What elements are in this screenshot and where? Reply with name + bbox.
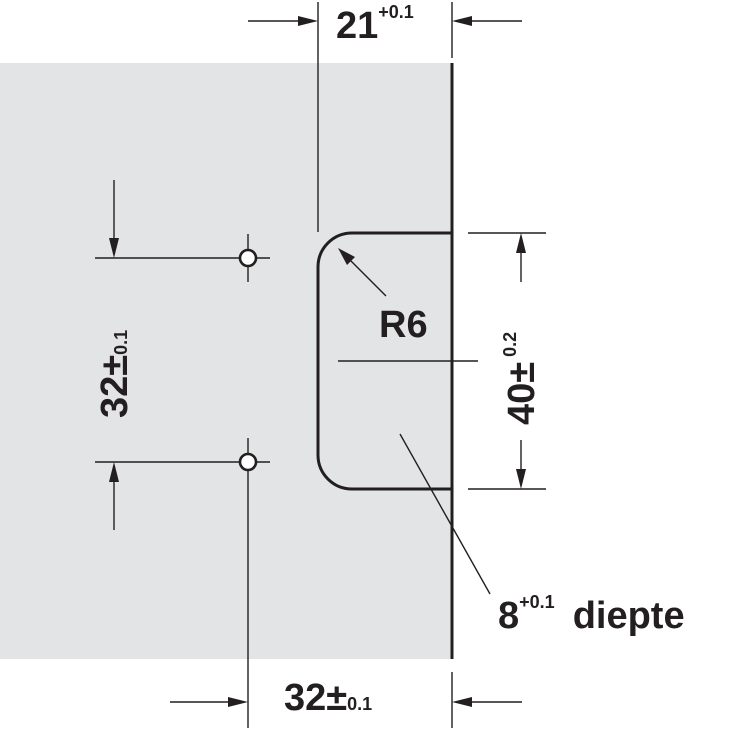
- hole-offset-horizontal-label: 32±0.1: [284, 677, 372, 719]
- screw-holes: [95, 234, 270, 728]
- top-width-dimension: 21+0.1: [248, 2, 522, 232]
- hole-spacing-vertical-tolerance: 0.1: [111, 330, 131, 355]
- depth-word: diepte: [573, 595, 685, 637]
- screw-hole-top: [238, 248, 258, 268]
- pocket-cutout-outline: [316, 231, 452, 491]
- hole-offset-horizontal-dimension: 32±0.1: [170, 672, 522, 728]
- cutout-height-dimension: 40± 0.2: [468, 232, 546, 490]
- cutout-height-tolerance: 0.2: [500, 332, 520, 362]
- hole-spacing-vertical-label: 32±0.1: [94, 330, 136, 418]
- depth-tolerance: +0.1: [519, 592, 555, 612]
- top-width-label: 21+0.1: [336, 2, 414, 47]
- top-width-tolerance: +0.1: [378, 2, 414, 22]
- radius-label: R6: [379, 304, 428, 346]
- cutout-height-label: 40± 0.2: [500, 332, 543, 425]
- screw-hole-bottom: [238, 452, 258, 472]
- hole-spacing-vertical-dimension: 32±0.1: [94, 180, 136, 530]
- hole-offset-horizontal-tolerance: 0.1: [347, 694, 372, 714]
- radius-callout: R6: [338, 248, 428, 346]
